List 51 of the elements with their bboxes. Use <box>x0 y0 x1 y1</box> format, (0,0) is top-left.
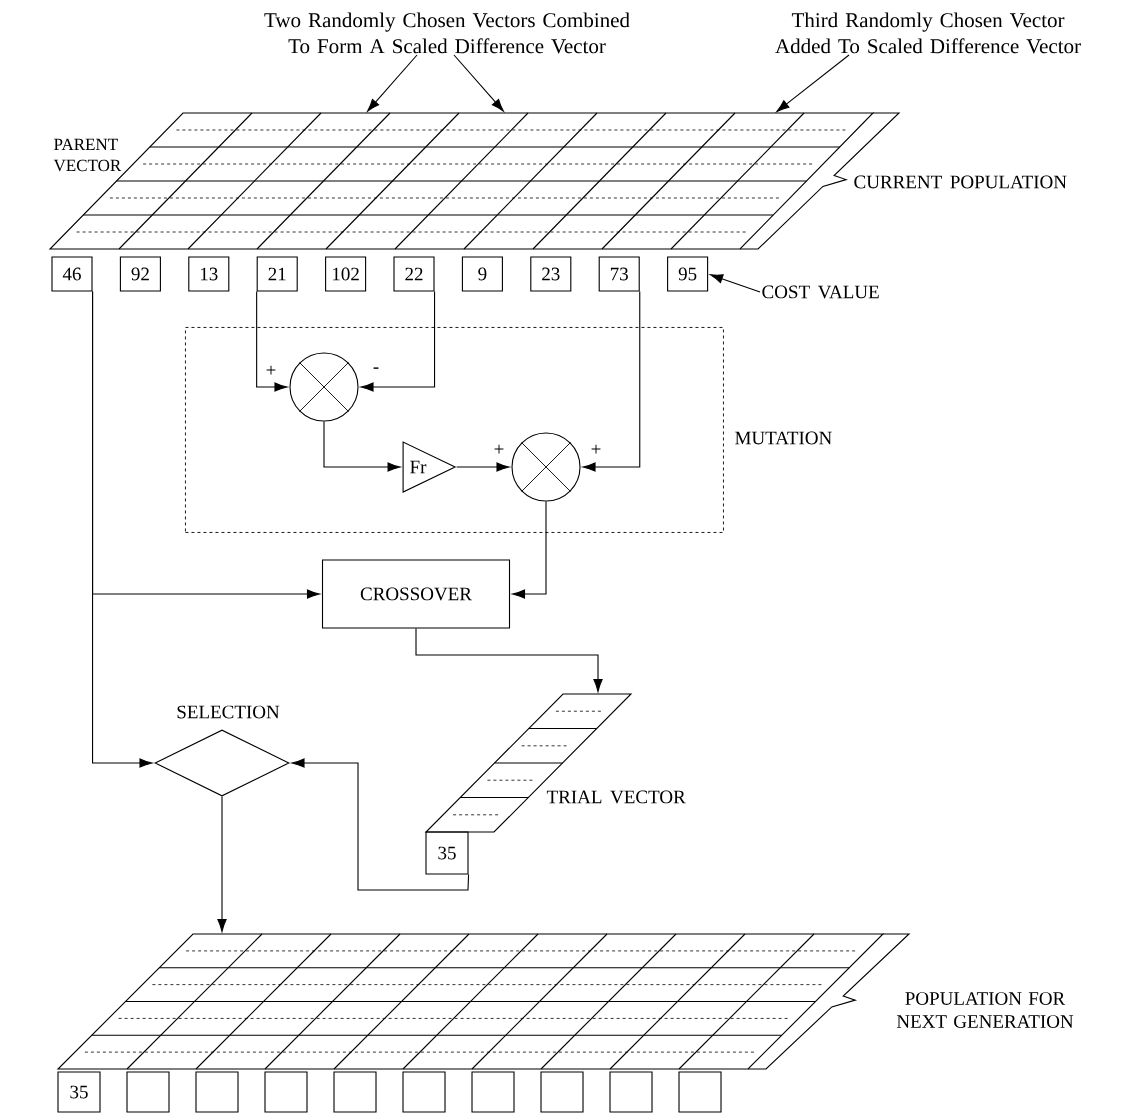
arrow <box>256 291 288 392</box>
cost-box <box>471 1071 515 1113</box>
arrow <box>92 291 153 768</box>
cost-box <box>402 1071 446 1113</box>
cost-box: 23 <box>530 256 572 292</box>
cost-box: 92 <box>119 256 161 292</box>
cost-box: 102 <box>325 256 367 292</box>
cost-box: 13 <box>188 256 230 292</box>
cost-box <box>609 1071 653 1113</box>
cost-box: 95 <box>667 256 709 292</box>
arrow <box>217 796 227 933</box>
cost-box: 46 <box>51 256 93 292</box>
cost-box: 73 <box>598 256 640 292</box>
cost-box: 35 <box>57 1071 101 1113</box>
arrow <box>710 274 761 293</box>
cost-box <box>333 1071 377 1113</box>
sign-label: + <box>492 443 506 457</box>
summing-junction <box>289 352 359 422</box>
cost-box: 35 <box>425 831 469 875</box>
arrow <box>455 462 510 472</box>
parent-vector-label: PARENT VECTOR <box>53 138 122 172</box>
cost-box <box>540 1071 584 1113</box>
arrow <box>512 501 547 599</box>
annotation-text: Two Randomly Chosen Vectors Combined To Form A Scaled Difference Vector <box>264 12 630 54</box>
sign-label: + <box>264 364 278 378</box>
heading-label: MUTATION <box>735 431 832 445</box>
grid-caption: POPULATION FOR NEXT GENERATION <box>896 992 1074 1028</box>
cost-box <box>195 1071 239 1113</box>
leader-arrow <box>776 54 850 112</box>
cost-box: 22 <box>393 256 435 292</box>
sign-label: - <box>371 366 381 374</box>
sign-label: + <box>589 443 603 457</box>
leader-arrow <box>367 54 418 112</box>
arrow <box>582 291 641 472</box>
cost-box <box>264 1071 308 1113</box>
arrow <box>291 758 470 891</box>
cost-box <box>126 1071 170 1113</box>
grid-caption: CURRENT POPULATION <box>854 175 1067 189</box>
annotation-text: Third Randomly Chosen Vector Added To Scaled Difference Vector <box>775 12 1081 54</box>
summing-junction <box>511 432 581 502</box>
cost-box: 21 <box>256 256 298 292</box>
grid-caption: TRIAL VECTOR <box>546 790 686 804</box>
arrow <box>323 421 401 472</box>
arrow <box>360 291 436 392</box>
heading-label: SELECTION <box>177 705 280 719</box>
crossover-box: CROSSOVER <box>321 559 511 629</box>
cost-box: 9 <box>461 256 503 292</box>
cost-value-label: COST VALUE <box>762 285 879 299</box>
leader-arrow <box>453 54 504 112</box>
arrow <box>415 628 603 692</box>
cost-box <box>678 1071 722 1113</box>
